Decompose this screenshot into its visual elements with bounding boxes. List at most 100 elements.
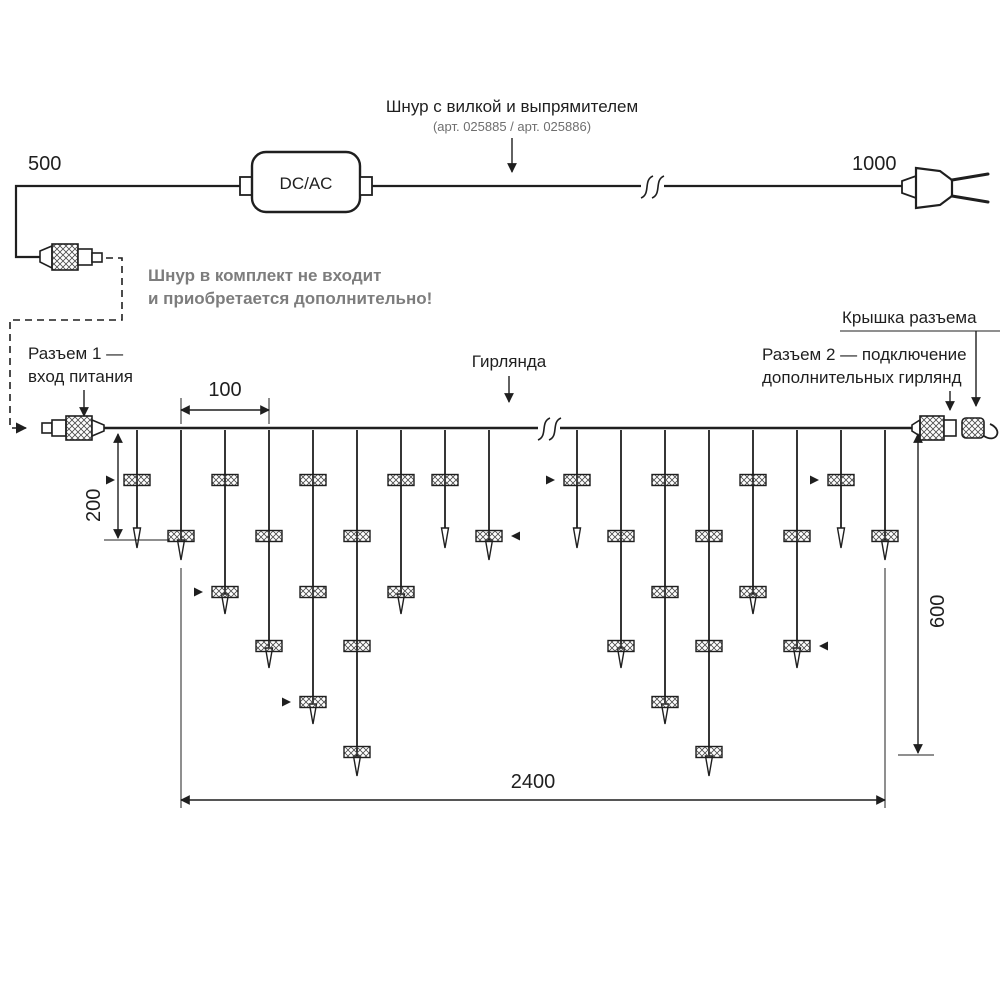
lamp [431,473,459,487]
lamp [739,473,767,487]
garland-drop [255,430,283,669]
cap-pigtail [983,423,999,440]
garland-drop [387,430,415,615]
lamp-direction-mark [546,475,555,485]
lamp [387,473,415,487]
lamp [783,639,811,653]
garland-drop [871,430,899,561]
lamp [651,473,679,487]
dashed-connection-path [9,257,123,434]
garland-wire-group [41,415,999,777]
garland-drop [282,430,327,725]
garland-input-connector [41,415,105,441]
lamp [299,473,327,487]
garland-drop [810,430,855,549]
lamp [695,639,723,653]
lamp-direction-mark [810,475,819,485]
lamp [827,473,855,487]
lamp [651,695,679,709]
connector-cap [961,417,999,440]
wire-break-mark [537,417,551,441]
lamp-direction-mark [819,641,828,651]
lamp [387,585,415,599]
lamp [343,639,371,653]
lamp [211,473,239,487]
plug-pin [950,172,990,182]
lamp [255,639,283,653]
garland-drop [431,430,459,549]
dim-200-label: 200 [83,489,105,522]
callout-labels: Разъем 1 — вход питания Гирлянда Крышка … [28,308,1000,417]
note-line1: Шнур в комплект не входит [148,266,381,285]
drop-tip-lamp [176,539,186,561]
lamp [563,473,591,487]
garland-drop [695,430,723,777]
cord-break-mark [651,175,665,199]
converter-inlet [239,176,253,196]
lamp [651,585,679,599]
cord-article: (арт. 025885 / арт. 025886) [433,119,591,134]
note-line2: и приобретается дополнительно! [148,289,432,308]
cord-wire-left [14,184,240,259]
garland-drop [106,430,151,549]
lamp-direction-mark [282,697,291,707]
garland-drop [194,430,239,615]
lamp [299,695,327,709]
lamp [343,745,371,759]
converter-label: DC/AC [280,174,333,193]
plug-pin [950,194,990,204]
connector1-label-line1: Разъем 1 — [28,344,123,363]
lamp [475,529,503,543]
garland-drop [739,430,767,615]
dim-2400-label: 2400 [511,771,556,793]
garland-drop [783,430,828,669]
drop-tip-lamp [440,527,450,549]
lamp [343,529,371,543]
lamp [871,529,899,543]
cap-label: Крышка разъема [842,308,977,327]
cord-title: Шнур с вилкой и выпрямителем [386,97,638,116]
garland-label: Гирлянда [472,352,547,371]
drop-tip-lamp [704,755,714,777]
wire-break-mark [548,417,562,441]
drop-tip-lamp [132,527,142,549]
cord-break-mark [640,175,654,199]
drop-tip-lamp [352,755,362,777]
drop-tip-lamp [484,539,494,561]
lamp [255,529,283,543]
garland-drop [607,430,635,669]
drop-tip-lamp [572,527,582,549]
lamp [739,585,767,599]
power-output-connector [39,243,103,271]
garland-output-connector [911,415,957,441]
lamp [167,529,195,543]
lamp [607,529,635,543]
garland-drop [475,430,520,561]
power-cord-assembly: 500 1000 Шнур с вилкой и выпрямителем (а… [9,97,990,434]
lamp [695,745,723,759]
garland-drop [546,430,591,549]
drops-layer [106,430,899,777]
garland-drop [343,430,371,777]
lamp-direction-mark [106,475,115,485]
dim-1000-label: 1000 [852,153,897,175]
converter-outlet [359,176,373,196]
dim-500-label: 500 [28,153,61,175]
lamp [783,529,811,543]
lamp [123,473,151,487]
garland-drop [167,430,195,561]
connector2-label-line1: Разъем 2 — подключение [762,345,967,364]
lamp [607,639,635,653]
lamp-direction-mark [511,531,520,541]
lamp [211,585,239,599]
dim-100-label: 100 [208,379,241,401]
garland-drop [651,430,679,725]
drop-tip-lamp [836,527,846,549]
lamp [299,585,327,599]
lamp-direction-mark [194,587,203,597]
connector1-label-line2: вход питания [28,367,133,386]
drop-tip-lamp [880,539,890,561]
dimension-annotations: 100 200 600 2400 [83,379,949,808]
